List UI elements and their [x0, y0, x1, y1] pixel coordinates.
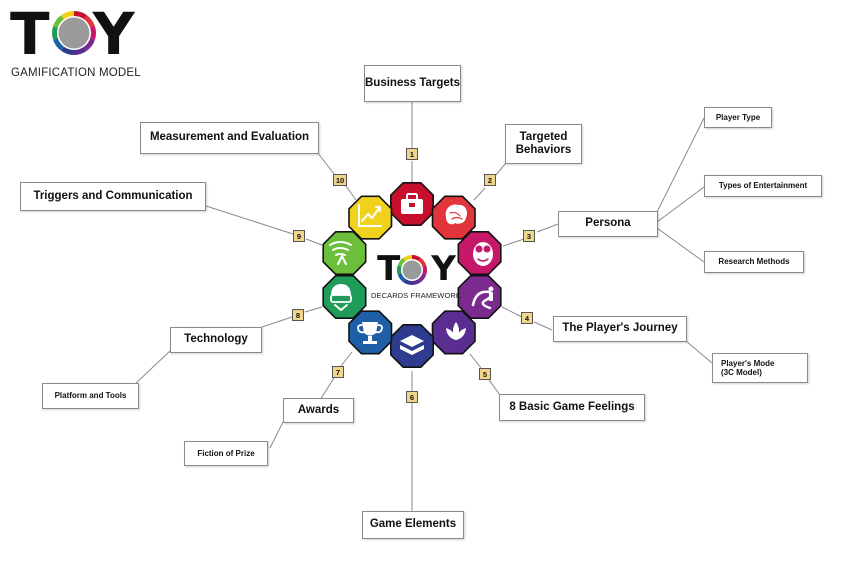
center-ring-arc-3 [422, 265, 427, 275]
center-ring-arc-4 [418, 273, 427, 283]
research-methods-box: Research Methods [704, 251, 804, 273]
center-ring-arc-6 [403, 278, 412, 285]
center-ring-arc-1 [412, 255, 421, 262]
measurement-evaluation-box: Measurement and Evaluation [140, 122, 319, 154]
journey-path-icon [471, 286, 494, 310]
logo-ring-arc-7 [53, 38, 65, 51]
logo-ring-arc-1 [74, 11, 87, 20]
players-mode-box: Player's Mode (3C Model) [712, 353, 808, 383]
center-ring-arc-9 [397, 257, 406, 267]
brain-icon [445, 204, 468, 225]
lotus-icon [446, 322, 466, 340]
badge-2: 2 [484, 174, 496, 186]
center-letter-y: Y [431, 249, 456, 289]
game-elements-box: Game Elements [362, 511, 464, 539]
center-ring-arc-10 [403, 255, 412, 262]
logo-ring-arc-6 [61, 46, 74, 55]
logo-ring-core [58, 17, 90, 49]
badge-9: 9 [293, 230, 305, 242]
basic-game-feelings-box: 8 Basic Game Feelings [499, 394, 645, 421]
badge-8: 8 [292, 309, 304, 321]
types-of-entertainment-box: Types of Entertainment [704, 175, 822, 197]
logo-color-ring [51, 11, 96, 55]
technology-box: Technology [170, 327, 262, 353]
badge-5: 5 [479, 368, 491, 380]
logo-ring-arc-10 [61, 11, 74, 20]
logo-letter-t: T [10, 0, 50, 68]
logo-ring-arc-2 [83, 15, 95, 28]
briefcase-icon [401, 193, 423, 214]
stacked-blocks-icon [400, 335, 424, 355]
center-subtitle: DECARDS FRAMEWORK [370, 291, 462, 300]
fiction-of-prize-box: Fiction of Prize [184, 441, 268, 466]
badge-7: 7 [332, 366, 344, 378]
targeted-behaviors-box: Targeted Behaviors [505, 124, 582, 164]
center-ring-arc-8 [397, 265, 402, 275]
center-ring-arc-7 [397, 273, 406, 283]
business-targets-box: Business Targets [364, 65, 461, 102]
badge-3: 3 [523, 230, 535, 242]
trophy-icon [357, 322, 383, 344]
logo-letter-y: Y [92, 0, 135, 68]
vr-headset-icon [330, 284, 352, 311]
persona-box: Persona [558, 211, 658, 237]
logo-ring-arc-8 [51, 26, 58, 40]
logo-subtitle: GAMIFICATION MODEL [11, 67, 141, 79]
badge-6: 6 [406, 391, 418, 403]
badge-4: 4 [521, 312, 533, 324]
logo-ring-arc-3 [90, 26, 96, 40]
center-letter-t: T [377, 249, 400, 289]
logo-ring-arc-9 [53, 15, 65, 28]
players-journey-box: The Player's Journey [553, 316, 687, 342]
logo-wordmark: T Y [10, 0, 135, 68]
persona-face-icon [473, 242, 493, 266]
triggers-communication-box: Triggers and Communication [20, 182, 206, 211]
logo-ring-arc-4 [83, 38, 95, 51]
signal-icon [329, 241, 352, 265]
player-type-box: Player Type [704, 107, 772, 128]
players-mode-line2: (3C Model) [721, 368, 762, 377]
platform-tools-box: Platform and Tools [42, 383, 139, 409]
center-ring-arc-2 [418, 257, 427, 267]
badge-10: 10 [333, 174, 347, 186]
growth-chart-icon [358, 204, 382, 227]
players-mode-line1: Player's Mode [721, 358, 775, 368]
awards-box: Awards [283, 398, 354, 423]
center-color-ring [397, 255, 427, 285]
segment-9-hexagon [322, 231, 367, 276]
center-ring-core [402, 260, 422, 280]
center-ring-arc-5 [412, 278, 421, 285]
badge-1: 1 [406, 148, 418, 160]
logo-ring-arc-5 [74, 46, 87, 55]
